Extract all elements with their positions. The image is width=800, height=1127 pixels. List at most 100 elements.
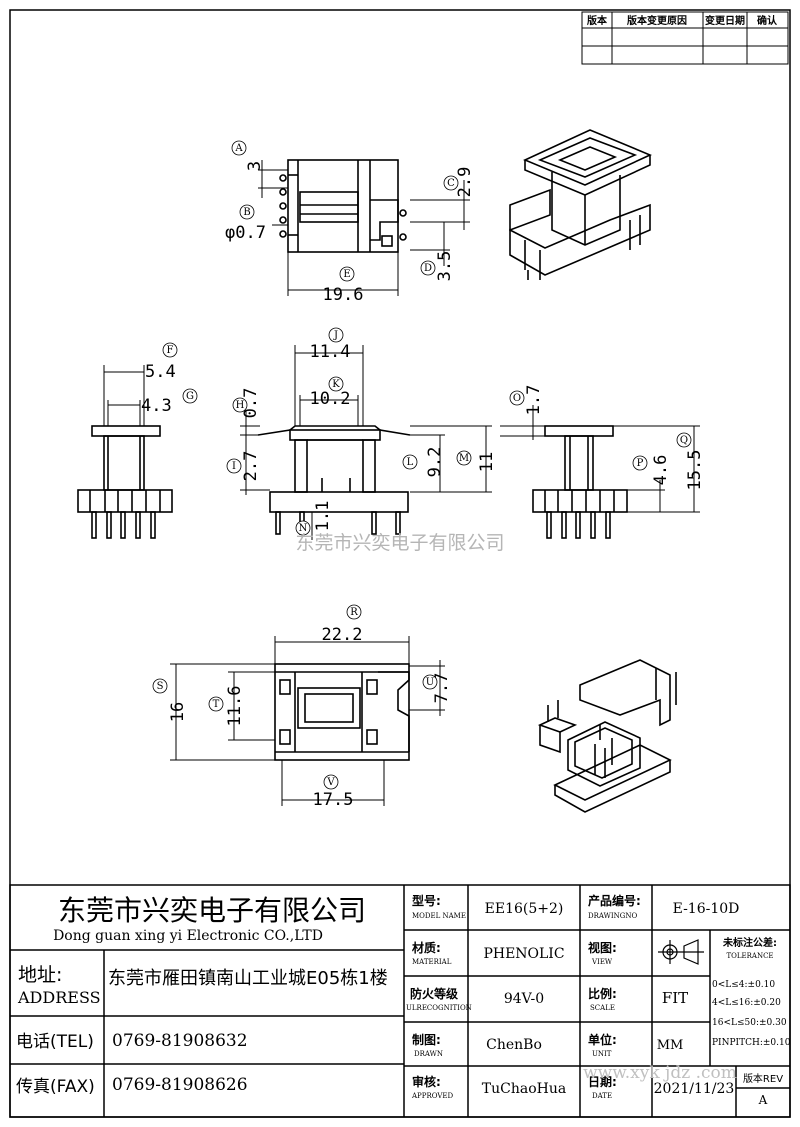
marker-O: O — [513, 393, 521, 404]
dim-V-value: 17.5 — [313, 790, 354, 810]
model-label-en: MODEL NAME — [412, 912, 466, 920]
flame-value: 94V-0 — [504, 991, 544, 1007]
date-label-en: DATE — [592, 1092, 612, 1100]
dim-M-value: 11 — [477, 452, 497, 472]
view-label: 视图: — [588, 940, 617, 955]
approved-label: 审核: — [412, 1074, 441, 1089]
marker-E: E — [343, 269, 350, 280]
product-no-value: E-16-10D — [673, 901, 740, 917]
unit-label: 单位: — [588, 1032, 617, 1047]
revision-header-version: 版本 — [587, 14, 608, 27]
dim-markers-bottom — [152, 604, 438, 790]
side-left-dims — [103, 365, 145, 426]
front-view-dims — [240, 345, 492, 540]
drawn-value: ChenBo — [486, 1037, 542, 1053]
address-label-en: ADDRESS — [17, 988, 101, 1007]
flame-label-en: ULRECOGNITION — [406, 1004, 472, 1012]
marker-Q: Q — [680, 435, 688, 446]
watermark-company: 东莞市兴奕电子有限公司 — [295, 532, 504, 554]
marker-L: L — [407, 457, 414, 468]
tolerance-row: 4<L≤16:±0.20 — [712, 998, 781, 1008]
marker-A: A — [234, 143, 243, 154]
marker-R: R — [350, 607, 358, 618]
dim-C-value: 2.9 — [455, 167, 475, 198]
tolerance-title-en: TOLERANCE — [726, 952, 773, 960]
rev-value: A — [758, 1093, 768, 1107]
dim-F-value: 5.4 — [145, 362, 176, 382]
dim-P-value: 4.6 — [651, 455, 671, 486]
marker-J: J — [333, 330, 338, 341]
dim-T-value: 11.6 — [225, 686, 245, 727]
marker-I: I — [232, 461, 236, 472]
material-value: PHENOLIC — [483, 946, 564, 962]
marker-G: G — [186, 391, 194, 402]
company-name-cn: 东莞市兴奕电子有限公司 — [58, 894, 366, 927]
material-label: 材质: — [411, 940, 441, 955]
tel-value: 0769-81908632 — [112, 1031, 248, 1051]
drawn-label-en: DRAWN — [414, 1050, 443, 1058]
marker-U: U — [426, 677, 434, 688]
dim-L-value: 9.2 — [425, 447, 445, 478]
projection-symbol-icon — [658, 939, 704, 965]
dim-Q-value: 15.5 — [685, 450, 705, 491]
tel-label: 电话(TEL) — [16, 1032, 94, 1052]
model-label: 型号: — [412, 893, 441, 908]
dim-D-value: 3.5 — [435, 251, 455, 282]
marker-S: S — [157, 681, 164, 692]
product-no-label-en: DRAWINGNO — [588, 912, 637, 920]
model-value: EE16(5+2) — [485, 901, 564, 917]
dim-N-value: 1.1 — [313, 501, 333, 532]
side-right-dims — [500, 405, 700, 513]
top-view-dims — [258, 160, 470, 296]
address-value: 东莞市雁田镇南山工业城E05栋1楼 — [108, 968, 388, 989]
scale-value: FIT — [662, 989, 688, 1007]
marker-F: F — [167, 345, 174, 356]
scale-label-en: SCALE — [590, 1004, 615, 1012]
revision-header-confirm: 确认 — [757, 14, 778, 27]
marker-B: B — [243, 207, 250, 218]
date-value: 2021/11/23 — [654, 1081, 735, 1097]
top-view — [279, 159, 407, 253]
revision-table — [581, 11, 789, 65]
marker-N: N — [299, 523, 308, 534]
revision-header-reason: 版本变更原因 — [627, 14, 687, 27]
tolerance-title: 未标注公差: — [722, 936, 777, 949]
tolerance-row: 16<L≤50:±0.30 — [712, 1018, 787, 1028]
approved-value: TuChaoHua — [482, 1081, 566, 1097]
marker-K: K — [332, 379, 340, 390]
product-no-label: 产品编号: — [588, 893, 641, 908]
dim-O-value: 1.7 — [524, 385, 544, 416]
watermark-url: www.xyk jdz .com — [583, 1063, 737, 1083]
unit-value: MM — [657, 1038, 684, 1053]
dim-H-value: 0.7 — [241, 388, 261, 419]
dim-G-value: 4.3 — [141, 396, 172, 416]
company-name-en: Dong guan xing yi Electronic CO.,LTD — [53, 928, 323, 944]
drawn-label: 制图: — [412, 1032, 441, 1047]
side-view-right — [532, 425, 628, 539]
dim-K-value: 10.2 — [310, 389, 351, 409]
iso-view-top — [509, 129, 652, 280]
tolerance-row: PINPITCH:±0.10 — [712, 1038, 791, 1048]
flame-label: 防火等级 — [410, 986, 458, 1001]
unit-label-en: UNIT — [592, 1050, 612, 1058]
marker-C: C — [447, 178, 455, 189]
iso-view-bottom — [537, 659, 677, 813]
dim-I-value: 2.7 — [241, 451, 261, 482]
dim-E-value: 19.6 — [323, 285, 364, 305]
marker-T: T — [213, 699, 220, 710]
marker-H: H — [236, 400, 245, 411]
marker-V: V — [326, 777, 335, 788]
front-view — [257, 425, 411, 535]
title-block-grid — [9, 884, 791, 1118]
dim-markers-middle — [162, 327, 692, 536]
marker-P: P — [637, 458, 644, 469]
dim-S-value: 16 — [168, 702, 188, 722]
dim-B-value: φ0.7 — [225, 223, 266, 243]
dim-R-value: 22.2 — [322, 625, 363, 645]
view-label-en: VIEW — [591, 958, 613, 966]
fax-value: 0769-81908626 — [112, 1075, 248, 1095]
rev-label: 版本REV — [743, 1072, 783, 1085]
bottom-view-dims — [170, 636, 445, 806]
date-label: 日期: — [588, 1074, 617, 1089]
dim-J-value: 11.4 — [310, 342, 351, 362]
